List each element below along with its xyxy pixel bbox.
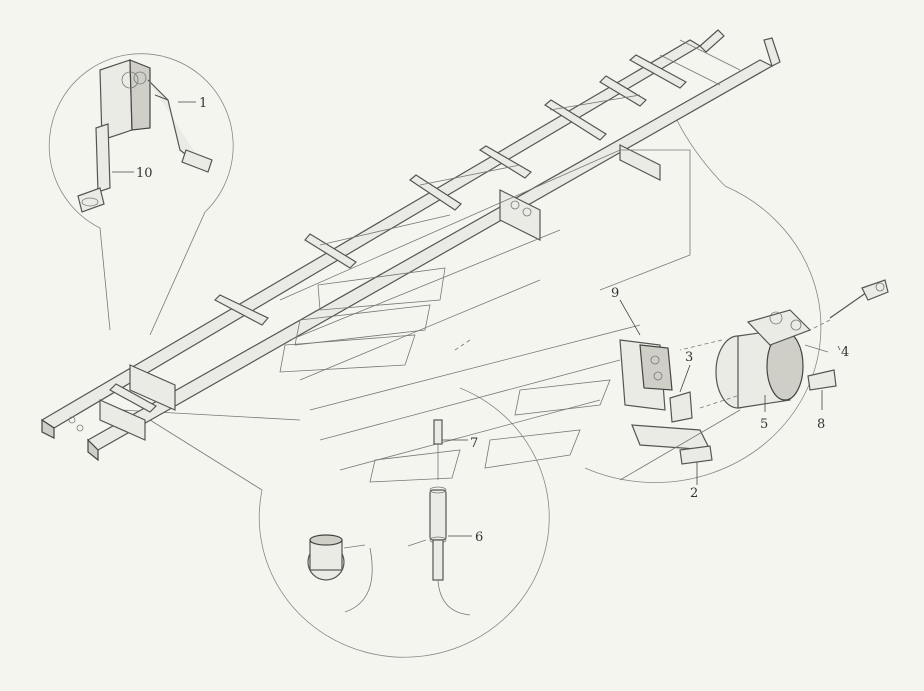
watermark-logo (279, 149, 691, 483)
callout-labels: 1 2 3 4 5 6 7 8 9 10 (136, 96, 849, 545)
bracket-icon (77, 123, 111, 213)
detail-circle-pedal (48, 53, 234, 229)
clip-icon (807, 369, 837, 391)
callout-7: 7 (470, 436, 478, 451)
callout-10: 10 (136, 166, 153, 181)
callout-8: 8 (817, 417, 825, 432)
leader-lines (112, 101, 841, 537)
booster-cylinder-icon (715, 309, 829, 409)
callout-4: 4 (841, 345, 849, 360)
callout-1: 1 (199, 96, 207, 111)
dashed-connectors (454, 319, 831, 409)
cross-members (109, 54, 687, 413)
master-cylinder-icon (407, 419, 471, 616)
chassis-frame (40, 29, 781, 462)
callout-6: 6 (475, 530, 483, 545)
callout-9: 9 (611, 286, 619, 301)
callout-2: 2 (690, 486, 698, 501)
reservoir-icon (307, 534, 373, 613)
push-rod-icon (829, 279, 889, 319)
callout-3: 3 (685, 350, 693, 365)
callout-5: 5 (760, 417, 768, 432)
detail-circle-master (258, 387, 550, 658)
clutch-pedal-assembly-icon (99, 59, 213, 173)
mount-bracket-icon (619, 339, 741, 481)
detail-circle-booster (584, 109, 822, 483)
